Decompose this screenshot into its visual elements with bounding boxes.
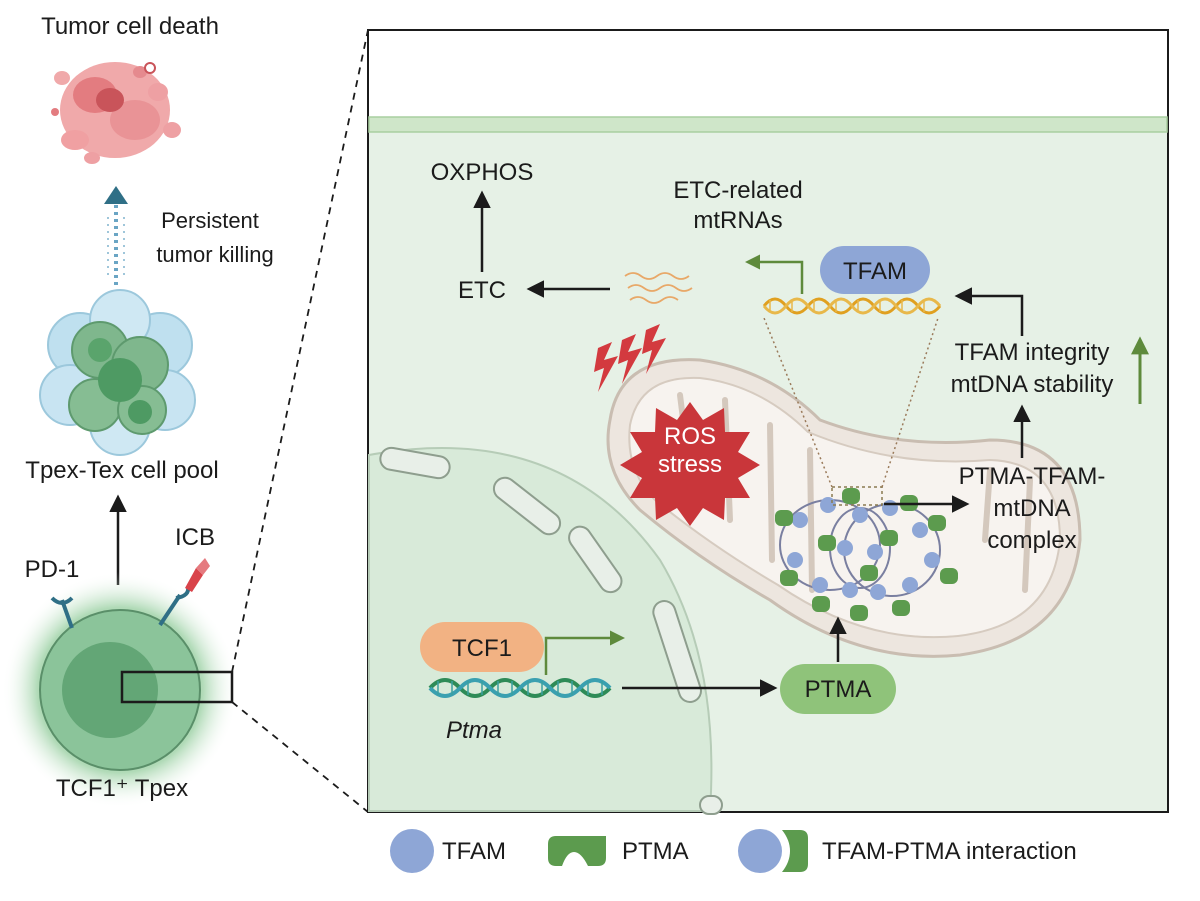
icb-label: ICB [175, 524, 215, 551]
tpex-cell-icon [2, 572, 238, 808]
legend-interaction-label: TFAM-PTMA interaction [822, 838, 1077, 865]
legend-tfam-swatch [390, 829, 434, 873]
complex-label-line1: PTMA-TFAM- [959, 463, 1106, 490]
mtdna-helix-icon [762, 297, 942, 315]
tfam-integrity-label: TFAM integrity [955, 339, 1110, 366]
zoom-box [120, 670, 234, 704]
complex-label-line3: complex [987, 527, 1076, 554]
ptma-pill [780, 664, 896, 714]
icb-antibody-icon [158, 558, 210, 627]
tfam-pill [820, 246, 930, 294]
mtrna-icon [624, 272, 693, 304]
cell-pool-icon [39, 289, 196, 456]
cell-pool-label: Tpex-Tex cell pool [25, 457, 218, 484]
ptma-pill-label: PTMA [805, 676, 872, 703]
legend-interaction-tfam-swatch [738, 829, 782, 873]
ros-label-line2: stress [658, 451, 722, 478]
persistent-label-line2: tumor killing [156, 242, 273, 267]
tfam-pill-label: TFAM [843, 258, 907, 285]
pd1-receptor-icon [50, 596, 74, 629]
ros-stress-icon [620, 402, 760, 526]
legend: TFAM PTMA TFAM-PTMA interaction [390, 829, 1077, 873]
tumor-death-label: Tumor cell death [41, 13, 219, 40]
legend-ptma-label: PTMA [622, 838, 689, 865]
ros-label-line1: ROS [664, 423, 716, 450]
gene-label: Ptma [446, 717, 502, 744]
zoom-line-top [231, 29, 369, 673]
etc-mrna-label-line2: mtRNAs [693, 207, 782, 234]
mtdna-stability-label: mtDNA stability [951, 371, 1114, 398]
tumor-cell-death-icon [51, 62, 181, 164]
tcf1-label: TCF1 [452, 635, 512, 662]
zoom-line-bottom [231, 701, 369, 813]
mtdna-complex-icon [775, 486, 958, 621]
legend-interaction-ptma-swatch [782, 830, 808, 872]
complex-label-line2: mtDNA [993, 495, 1070, 522]
pd1-label: PD-1 [25, 556, 80, 583]
detail-panel: ROS stress [367, 29, 1169, 815]
etc-label: ETC [458, 277, 506, 304]
legend-ptma-swatch [548, 836, 606, 866]
ptma-gene-dna-icon [428, 678, 612, 698]
lightning-icon [594, 324, 666, 392]
persistent-killing-arrow [104, 186, 128, 285]
transcription-arrow-gene [544, 630, 625, 675]
integrity-to-tfam-arrow [954, 287, 1024, 336]
transcription-arrow-top [745, 254, 804, 294]
tpex-label: TCF1⁺ Tpex [56, 775, 188, 802]
etc-mrna-label-line1: ETC-related [673, 177, 802, 204]
persistent-label-line1: Persistent [161, 208, 259, 233]
tcf1-pill [420, 622, 544, 672]
complex-zoom-line-left [763, 317, 833, 488]
oxphos-label: OXPHOS [431, 159, 534, 186]
legend-tfam-label: TFAM [442, 838, 506, 865]
